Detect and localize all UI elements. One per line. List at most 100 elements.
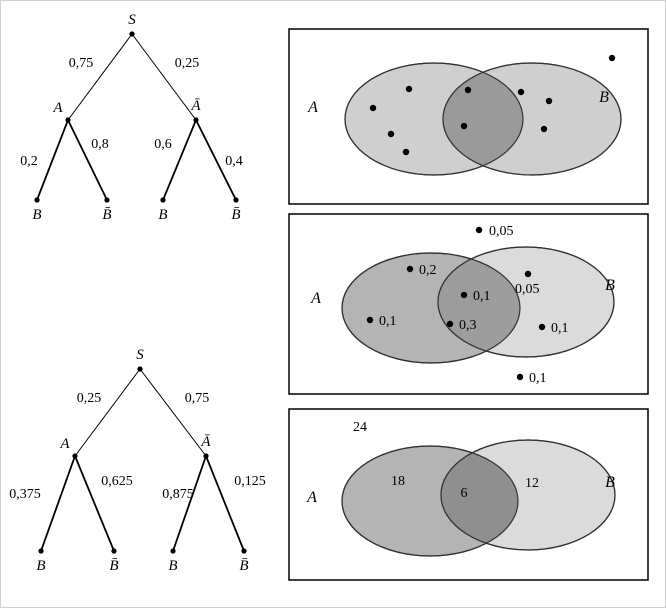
tree-bottom-root-label: S — [136, 347, 144, 363]
tree-bottom-prob-a-b: 0,375 — [9, 487, 41, 502]
prob-dot-b1 — [524, 270, 532, 278]
sample-point-dot — [405, 85, 413, 93]
sample-point-dot — [545, 97, 553, 105]
venn1-label-b: B — [599, 89, 609, 106]
tree-bottom-node-abar: Ā — [200, 434, 211, 450]
tree-bottom-prob-abar-bbar: 0,125 — [234, 474, 266, 489]
venn-probabilities: 0,05 0,2 0,1 0,1 0,3 0,05 0,1 0,1 A B — [288, 213, 649, 395]
venn1-set-b-outline — [442, 62, 622, 176]
prob-dot-intersection2 — [446, 320, 454, 328]
tree-top-leaf-bbar2: B̄ — [231, 207, 240, 223]
tree-top-prob-a-b: 0,2 — [20, 154, 38, 169]
venn3-set-b-outline — [440, 439, 616, 551]
venn1-intersection-region — [443, 63, 523, 175]
tree-bottom-leaf-bbar1: B̄ — [109, 558, 118, 574]
venn1-sample-dots — [369, 54, 616, 156]
prob-label-intersection1: 0,1 — [473, 289, 491, 304]
venn2-set-a-outline — [341, 252, 521, 364]
prob-label-a1: 0,2 — [419, 263, 437, 278]
node-dot — [160, 197, 166, 203]
edge-s-abar — [131, 33, 197, 121]
tree-bottom-leaf-bbar2: B̄ — [239, 558, 248, 574]
tree-bottom-leaf-b2: B — [168, 558, 177, 574]
prob-dot-a1 — [406, 265, 414, 273]
prob-dot-b2 — [538, 323, 546, 331]
prob-label-outside-top: 0,05 — [489, 224, 514, 239]
sample-point-dot — [540, 125, 548, 133]
node-dot — [34, 197, 40, 203]
tree-bottom-node-a: A — [59, 436, 70, 452]
node-dot — [38, 548, 44, 554]
node-dot — [170, 548, 176, 554]
venn3-count-b-only: 12 — [525, 476, 539, 491]
tree-top-prob-a-bbar: 0,8 — [91, 137, 109, 152]
edge-s-abar — [139, 368, 207, 457]
tree-bottom-prob-a-bbar: 0,625 — [101, 474, 133, 489]
tree-top-leaf-b2: B — [158, 207, 167, 223]
probability-tree-bottom: S 0,25 0,75 A Ā 0,375 0,625 0,875 0,125 … — [9, 347, 266, 574]
sample-point-dot — [608, 54, 616, 62]
venn3-set-a-outline — [341, 445, 519, 557]
venn2-label-a: A — [310, 290, 321, 307]
tree-top-prob-abar-bbar: 0,4 — [225, 154, 243, 169]
venn-sample-points: A B — [288, 28, 649, 205]
tree-top-prob-abar: 0,25 — [175, 56, 200, 71]
tree-top-leaf-bbar1: B̄ — [102, 207, 111, 223]
edge-a-bbar — [74, 455, 115, 552]
probability-tree-top: S 0,75 0,25 A Ā 0,2 0,8 0,6 0,4 B B̄ B B… — [20, 12, 243, 223]
venn3-count-outside: 24 — [353, 420, 367, 435]
sample-point-dot — [369, 104, 377, 112]
edge-abar-bbar — [195, 119, 237, 201]
node-dot — [129, 31, 135, 37]
tree-top-root-label: S — [128, 12, 136, 28]
edge-s-a — [67, 33, 133, 121]
tree-top-leaf-b1: B — [32, 207, 41, 223]
sample-point-dot — [402, 148, 410, 156]
venn2-intersection-region — [438, 253, 520, 357]
node-dot — [203, 453, 209, 459]
tree-bottom-node-dots — [38, 366, 247, 554]
node-dot — [65, 117, 71, 123]
node-dot — [137, 366, 143, 372]
venn1-label-a: A — [307, 99, 318, 116]
edge-abar-b — [162, 119, 197, 201]
venn-counts: 24 18 6 12 A B — [288, 408, 649, 581]
tree-top-node-abar: Ā — [190, 98, 201, 114]
prob-label-intersection2: 0,3 — [459, 318, 477, 333]
venn3-intersection-region — [441, 446, 518, 550]
node-dot — [72, 453, 78, 459]
node-dot — [193, 117, 199, 123]
sample-point-dot — [464, 86, 472, 94]
prob-dot-outside-bottom — [516, 373, 524, 381]
tree-bottom-prob-a: 0,25 — [77, 391, 102, 406]
venn2-set-b-outline — [437, 246, 615, 358]
prob-dot-a2 — [366, 316, 374, 324]
tree-bottom-edges — [40, 368, 245, 552]
sample-point-dot — [387, 130, 395, 138]
tree-bottom-prob-abar-b: 0,875 — [162, 487, 194, 502]
prob-dot-intersection1 — [460, 291, 468, 299]
tree-bottom-prob-abar: 0,75 — [185, 391, 210, 406]
edge-abar-bbar — [205, 455, 245, 552]
prob-label-b2: 0,1 — [551, 321, 569, 336]
sample-point-dot — [517, 88, 525, 96]
edge-s-a — [74, 368, 141, 457]
prob-label-b1: 0,05 — [515, 282, 540, 297]
edge-abar-b — [172, 455, 207, 552]
venn3-label-b: B — [605, 474, 615, 491]
tree-top-edges — [36, 33, 237, 201]
venn2-labeled-dots: 0,05 0,2 0,1 0,1 0,3 0,05 0,1 0,1 — [366, 224, 569, 386]
edge-a-bbar — [67, 119, 108, 201]
edge-a-b — [40, 455, 76, 552]
edge-a-b — [36, 119, 69, 201]
node-dot — [104, 197, 110, 203]
node-dot — [111, 548, 117, 554]
tree-bottom-leaf-b1: B — [36, 558, 45, 574]
venn3-count-a-only: 18 — [391, 474, 405, 489]
tree-top-node-dots — [34, 31, 239, 203]
node-dot — [233, 197, 239, 203]
tree-top-node-a: A — [52, 100, 63, 116]
prob-label-a2: 0,1 — [379, 314, 397, 329]
venn3-label-a: A — [306, 489, 317, 506]
